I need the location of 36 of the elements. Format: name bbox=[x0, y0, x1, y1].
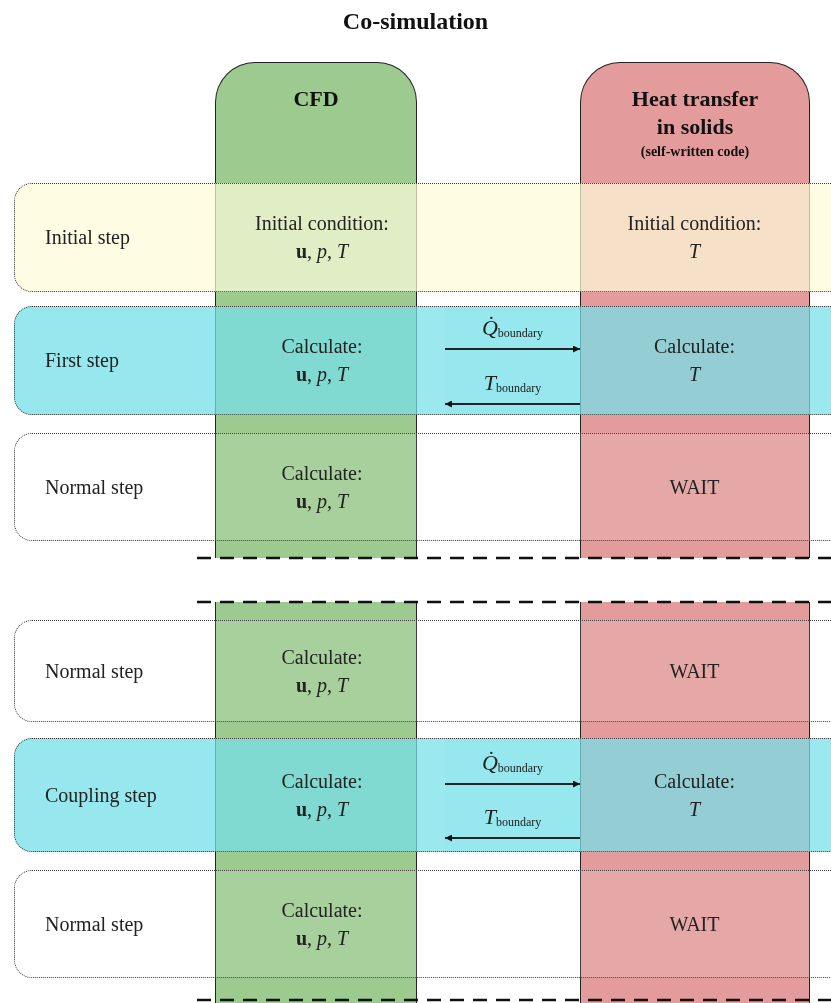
step-label: Normal step bbox=[45, 475, 144, 499]
arrow bbox=[444, 834, 581, 842]
step-band bbox=[14, 183, 831, 292]
arrow bbox=[444, 345, 581, 353]
task-text: WAIT bbox=[579, 432, 830, 541]
task-text: Calculate: u, p, T bbox=[214, 619, 445, 722]
step-band bbox=[14, 870, 831, 978]
task-text: WAIT bbox=[579, 619, 830, 722]
column-heading: Heat transfer in solids bbox=[630, 85, 760, 140]
column-heading: CFD bbox=[293, 85, 339, 113]
task-text: Calculate: T bbox=[579, 305, 830, 415]
step-label: Normal step bbox=[45, 659, 144, 683]
task-text: Initial condition: T bbox=[579, 182, 830, 292]
step-label: Initial step bbox=[45, 226, 130, 249]
edge-label: T$_{boundary}$ bbox=[482, 804, 543, 830]
task-text: Initial condition: u, p, T bbox=[214, 182, 445, 292]
task-text: Calculate: u, p, T bbox=[214, 432, 445, 541]
edge-label: Q̇$_{boundary}$ bbox=[480, 315, 545, 341]
arrow bbox=[444, 400, 581, 408]
step-label: Coupling step bbox=[45, 783, 157, 807]
step-label: First step bbox=[45, 349, 119, 372]
edge-label: T$_{boundary}$ bbox=[482, 370, 543, 396]
step-band bbox=[14, 620, 831, 722]
task-text: Calculate: T bbox=[579, 737, 830, 852]
arrow bbox=[444, 780, 581, 788]
column-subheading: (self-written code) bbox=[640, 144, 750, 160]
step-band bbox=[14, 738, 831, 852]
task-text: Calculate: u, p, T bbox=[214, 737, 445, 852]
task-text: WAIT bbox=[579, 869, 830, 978]
step-band bbox=[14, 306, 831, 415]
diagram-title: Co-simulation bbox=[341, 8, 490, 35]
step-band bbox=[14, 433, 831, 541]
task-text: Calculate: u, p, T bbox=[214, 305, 445, 415]
step-label: Normal step bbox=[45, 912, 144, 936]
edge-label: Q̇$_{boundary}$ bbox=[480, 750, 545, 776]
task-text: Calculate: u, p, T bbox=[214, 869, 445, 978]
